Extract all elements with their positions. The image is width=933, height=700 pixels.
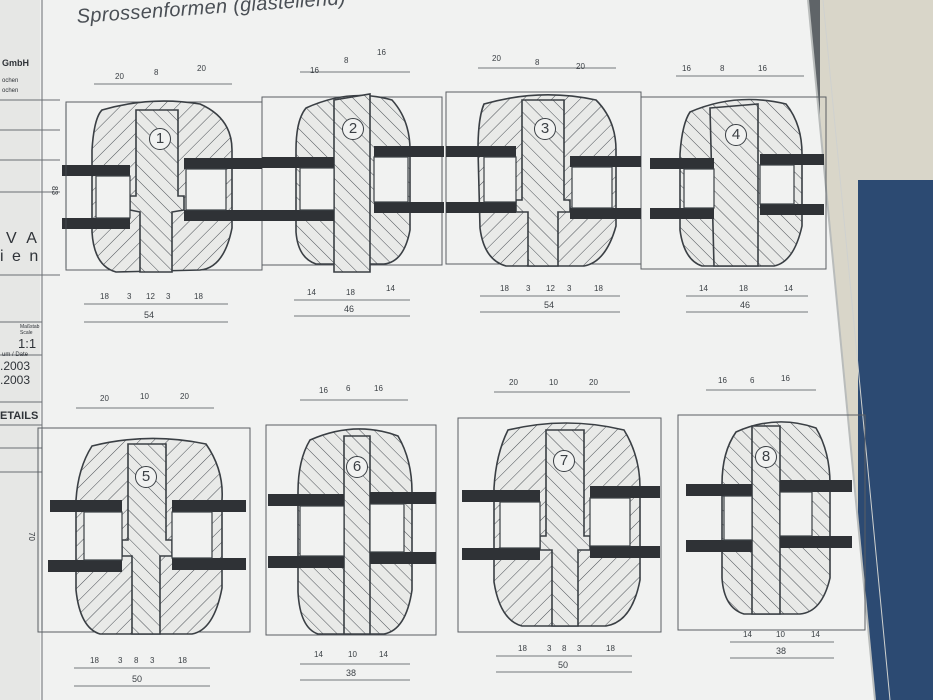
profile-number-8: 8 <box>755 446 777 468</box>
profile-4-top-dim: 8 <box>720 64 725 73</box>
profile-5-bottom-dim: 18 <box>178 656 187 665</box>
glass-panes <box>48 146 852 572</box>
profile-7-bottom-dim: 3 <box>547 644 552 653</box>
blue-object <box>858 180 933 700</box>
profile-8-top-dim: 16 <box>781 374 790 383</box>
scale-label-2: Scale <box>20 330 33 336</box>
main-sheet <box>40 0 875 700</box>
details-label: ETAILS <box>0 410 39 422</box>
profile-number-7: 7 <box>553 450 575 472</box>
left-line-1: ochen <box>2 78 19 84</box>
profile-6-bottom-dim: 14 <box>314 650 323 659</box>
profile-2-total-width: 46 <box>344 304 355 314</box>
dimension-lines <box>41 67 834 687</box>
scale-value: 1:1 <box>18 336 37 351</box>
profile-number-5: 5 <box>135 466 157 488</box>
profile-4-top-dim: 16 <box>682 64 691 73</box>
profile-1-total-width: 54 <box>144 310 155 320</box>
profile-3-total-width: 54 <box>544 300 555 310</box>
profile-8-top-dim: 16 <box>718 376 727 385</box>
profile-8-bottom-dim: 14 <box>811 630 820 639</box>
profile-2-top-dim: 8 <box>344 56 349 65</box>
profile-7-bottom-dim: 3 <box>577 644 582 653</box>
profile-7-bottom-dim: 8 <box>562 644 567 653</box>
profile-5-bottom-dim: 3 <box>150 656 155 665</box>
profile-number-3: 3 <box>534 118 556 140</box>
profile-5-top-dim: 20 <box>180 392 189 401</box>
profile-7-total-width: 50 <box>558 660 569 670</box>
profile-5-bottom-dim: 3 <box>118 656 123 665</box>
profile-2-bottom-dim: 14 <box>307 288 316 297</box>
profile-7-bottom-dim: 18 <box>606 644 615 653</box>
profile-3-top-dim: 8 <box>535 58 540 67</box>
profile-7-top-dim: 20 <box>509 378 518 387</box>
profile-5-top-dim: 20 <box>100 394 109 403</box>
profile-5-bottom-dim: 18 <box>90 656 99 665</box>
profile-5-top-dim: 10 <box>140 392 149 401</box>
profile-8-total-width: 38 <box>776 646 787 656</box>
profile-2-bottom-dim: 14 <box>386 284 395 293</box>
profile-1-bottom-dim: 18 <box>194 292 203 301</box>
profile-2-top-dim: 16 <box>310 66 319 75</box>
profile-4-bottom-dim: 14 <box>699 284 708 293</box>
profile-3-top-dim: 20 <box>492 54 501 63</box>
company-fragment: GmbH <box>2 58 29 68</box>
profile-2-bottom-dim: 18 <box>346 288 355 297</box>
profile-number-6: 6 <box>346 456 368 478</box>
height-dim-bottom: 70 <box>26 532 36 541</box>
profile-3-top-dim: 20 <box>576 62 585 71</box>
profile-5-total-width: 50 <box>132 674 143 684</box>
profile-4-bottom-dim: 18 <box>739 284 748 293</box>
profile-1-top-dim: 8 <box>154 68 159 77</box>
profile-3-bottom-dim: 12 <box>546 284 555 293</box>
profile-3-bottom-dim: 18 <box>594 284 603 293</box>
date-label: um / Date <box>2 352 29 358</box>
profile-1-bottom-dim: 12 <box>146 292 155 301</box>
profile-7-bottom-dim: 18 <box>518 644 527 653</box>
profile-1-bottom-dim: 3 <box>166 292 171 301</box>
profile-2-top-dim: 16 <box>377 48 386 57</box>
profile-3-bottom-dim: 18 <box>500 284 509 293</box>
profile-number-4: 4 <box>725 124 747 146</box>
profile-stems <box>121 93 781 635</box>
profile-4-top-dim: 16 <box>758 64 767 73</box>
profile-6-total-width: 38 <box>346 668 357 678</box>
profile-1-top-dim: 20 <box>197 64 206 73</box>
profile-number-1: 1 <box>149 128 171 150</box>
profile-1-bottom-dim: 18 <box>100 292 109 301</box>
left-line-3: V A <box>6 230 40 247</box>
profile-7-top-dim: 10 <box>549 378 558 387</box>
spacer-boxes <box>83 156 813 561</box>
profile-5-bottom-dim: 8 <box>134 656 139 665</box>
profile-6-top-dim: 6 <box>346 384 351 393</box>
profile-3-bottom-dim: 3 <box>567 284 572 293</box>
profile-8-bottom-dim: 14 <box>743 630 752 639</box>
left-line-4: i e n <box>0 248 41 265</box>
left-line-2: ochen <box>2 88 19 94</box>
profile-1-top-dim: 20 <box>115 72 124 81</box>
profile-number-2: 2 <box>342 118 364 140</box>
date-2: .2003 <box>0 373 31 387</box>
profile-3-bottom-dim: 3 <box>526 284 531 293</box>
profile-7-top-dim: 20 <box>589 378 598 387</box>
height-dim-top: 83 <box>49 186 59 195</box>
profile-4-bottom-dim: 14 <box>784 284 793 293</box>
profile-4-total-width: 46 <box>740 300 751 310</box>
scale-label-1: Maßstab <box>20 324 40 330</box>
profile-8-bottom-dim: 10 <box>776 630 785 639</box>
profile-1-bottom-dim: 3 <box>127 292 132 301</box>
profile-6-bottom-dim: 10 <box>348 650 357 659</box>
profile-6-bottom-dim: 14 <box>379 650 388 659</box>
profile-8-top-dim: 6 <box>750 376 755 385</box>
profile-6-top-dim: 16 <box>319 386 328 395</box>
profile-6-top-dim: 16 <box>374 384 383 393</box>
date-1: .2003 <box>0 359 31 373</box>
